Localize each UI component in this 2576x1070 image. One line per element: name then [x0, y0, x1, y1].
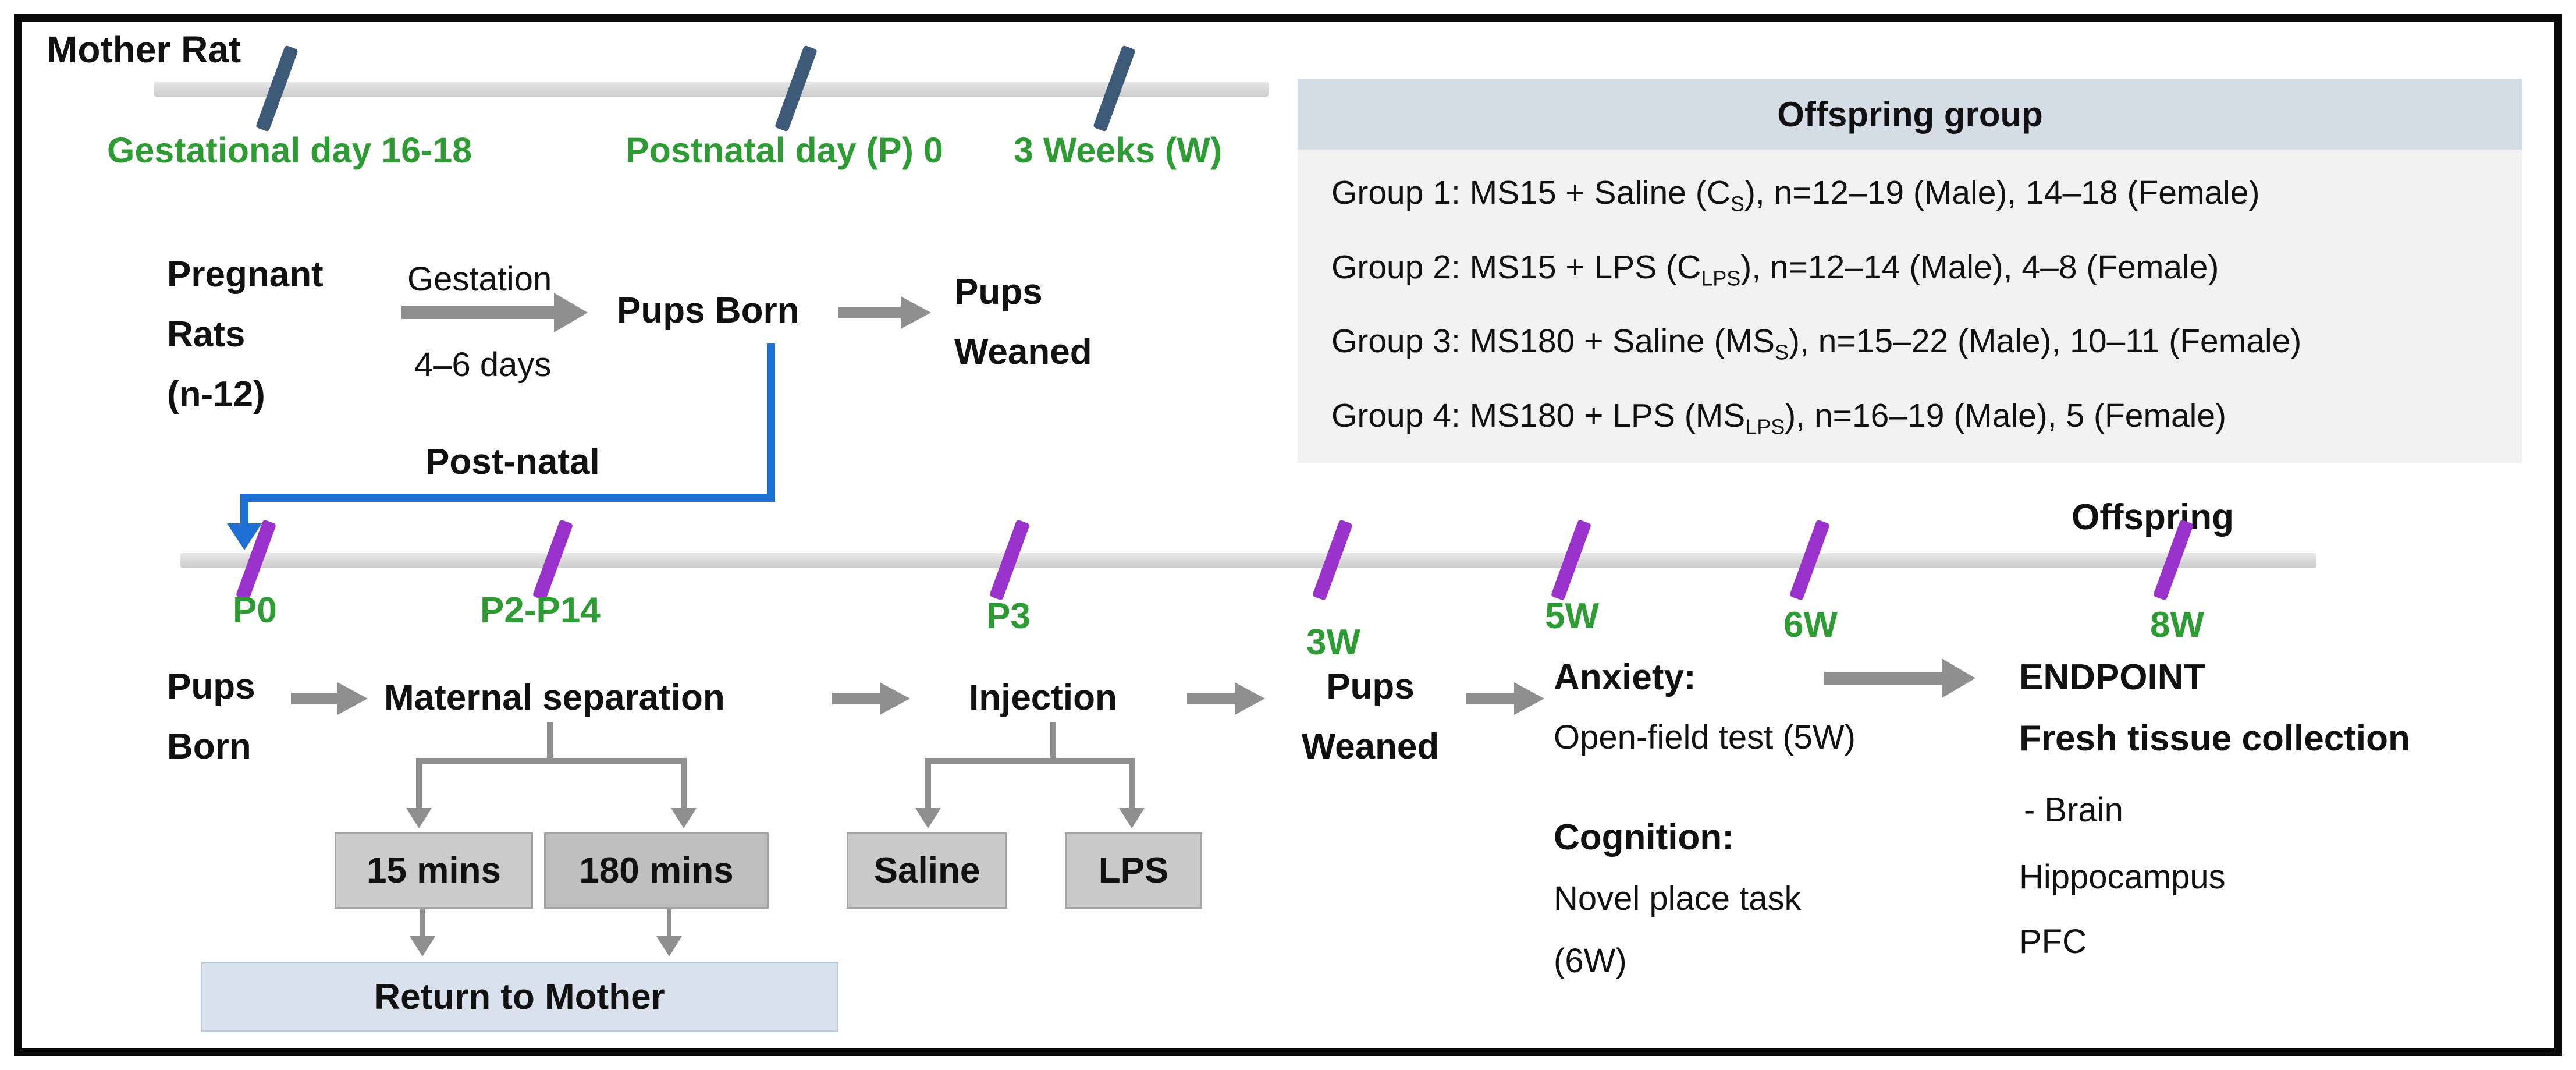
- mother-timeline-bar: [154, 82, 1269, 97]
- injection-lps-box: LPS: [1065, 832, 1202, 909]
- offspring-group-header: Offspring group: [1298, 79, 2522, 150]
- timeline2-label-p3: P3: [986, 596, 1031, 636]
- endpoint-item-hippocampus: Hippocampus: [2019, 858, 2226, 896]
- branch-bar-icon: [925, 758, 1135, 764]
- timeline2-label-3w: 3W: [1306, 622, 1360, 662]
- gestation-duration-label: 4–6 days: [414, 346, 552, 384]
- offspring-timeline-bar: [180, 553, 2316, 568]
- branch-right-line-icon: [1129, 758, 1135, 809]
- group-row-3: Group 3: MS180 + Saline (MSS), n=15–22 (…: [1331, 323, 2302, 364]
- offspring-group-body: Group 1: MS15 + Saline (CS), n=12–19 (Ma…: [1298, 150, 2522, 463]
- arrow-right-head-icon: [1942, 658, 1975, 698]
- group-row-1: Group 1: MS15 + Saline (CS), n=12–19 (Ma…: [1331, 174, 2260, 216]
- endpoint-item-pfc: PFC: [2019, 923, 2087, 961]
- anxiety-test-label: Open-field test (5W): [1554, 718, 1856, 756]
- pups-born-label: Pups Born: [617, 290, 800, 331]
- timeline1-label-gestational: Gestational day 16-18: [107, 130, 472, 170]
- arrow-down-head-icon: [1119, 808, 1145, 828]
- arrow-right-icon: [401, 306, 554, 319]
- arrow-down-head-icon: [406, 808, 432, 828]
- arrow-right-icon: [838, 307, 901, 318]
- return-to-mother-box: Return to Mother: [201, 962, 838, 1032]
- arrow-right-head-icon: [1235, 682, 1265, 715]
- branch-left-line-icon: [416, 758, 422, 809]
- cognition-test-label: Novel place task: [1554, 880, 1802, 917]
- anxiety-title: Anxiety:: [1554, 657, 1696, 697]
- timeline2-label-5w: 5W: [1545, 596, 1599, 636]
- timeline1-label-3weeks: 3 Weeks (W): [1014, 130, 1223, 170]
- pups-weaned-label: Pups Weaned: [954, 272, 1092, 372]
- figure-border: [14, 14, 2562, 1056]
- pregnant-rats-label: Pregnant Rats (n-12): [167, 254, 324, 414]
- timeline2-label-8w: 8W: [2150, 605, 2204, 645]
- arrow-right-icon: [1824, 672, 1942, 685]
- pups-weaned-bottom-label: Pups Weaned: [1301, 667, 1440, 767]
- branch-stem-icon: [1050, 722, 1056, 763]
- endpoint-item-brain: - Brain: [2024, 791, 2123, 829]
- arrow-right-head-icon: [880, 682, 910, 715]
- pups-born-bottom-label: Pups Born: [167, 667, 255, 767]
- arrow-right-icon: [832, 693, 880, 704]
- offspring-group-title: Offspring group: [1777, 94, 2043, 134]
- arrow-right-head-icon: [337, 682, 368, 715]
- arrow-down-line-icon: [420, 909, 425, 937]
- ms-option-15-box: 15 mins: [335, 832, 533, 909]
- timeline2-label-6w: 6W: [1783, 605, 1838, 645]
- arrow-right-head-icon: [554, 293, 588, 332]
- timeline2-label-p0: P0: [233, 590, 277, 630]
- offspring-label: Offspring: [2072, 497, 2234, 537]
- arrow-down-head-icon: [915, 808, 941, 828]
- injection-label: Injection: [969, 678, 1117, 718]
- arrow-down-head-icon: [671, 808, 697, 828]
- postnatal-label: Post-natal: [425, 442, 600, 482]
- endpoint-title: ENDPOINT: [2019, 657, 2206, 697]
- gestation-label: Gestation: [407, 260, 552, 298]
- maternal-separation-label: Maternal separation: [384, 678, 725, 718]
- elbow-arrow-drop-icon: [240, 494, 248, 526]
- arrow-right-icon: [1187, 693, 1235, 704]
- group-row-2: Group 2: MS15 + LPS (CLPS), n=12–14 (Mal…: [1331, 248, 2219, 290]
- arrow-right-icon: [291, 693, 337, 704]
- arrow-right-icon: [1466, 693, 1514, 704]
- timeline1-label-postnatal: Postnatal day (P) 0: [626, 130, 943, 170]
- injection-saline-box: Saline: [847, 832, 1007, 909]
- branch-left-line-icon: [925, 758, 931, 809]
- arrow-right-head-icon: [1514, 682, 1544, 715]
- arrow-down-head-icon: [410, 936, 435, 956]
- arrow-down-head-icon: [656, 936, 682, 956]
- ms-option-180-box: 180 mins: [544, 832, 769, 909]
- arrow-down-line-icon: [667, 909, 671, 937]
- cognition-week-label: (6W): [1554, 942, 1627, 980]
- cognition-title: Cognition:: [1554, 817, 1734, 858]
- branch-right-line-icon: [681, 758, 687, 809]
- elbow-arrow-vertical-icon: [767, 343, 775, 498]
- timeline2-label-p2p14: P2-P14: [480, 590, 601, 630]
- elbow-arrow-horizontal-icon: [240, 494, 775, 502]
- offspring-group-panel: Offspring group Group 1: MS15 + Saline (…: [1298, 79, 2522, 463]
- mother-rat-label: Mother Rat: [47, 29, 241, 70]
- branch-bar-icon: [416, 758, 687, 764]
- branch-stem-icon: [547, 722, 553, 763]
- group-row-4: Group 4: MS180 + LPS (MSLPS), n=16–19 (M…: [1331, 396, 2227, 438]
- endpoint-subtitle: Fresh tissue collection: [2019, 718, 2410, 759]
- arrow-right-head-icon: [901, 296, 931, 329]
